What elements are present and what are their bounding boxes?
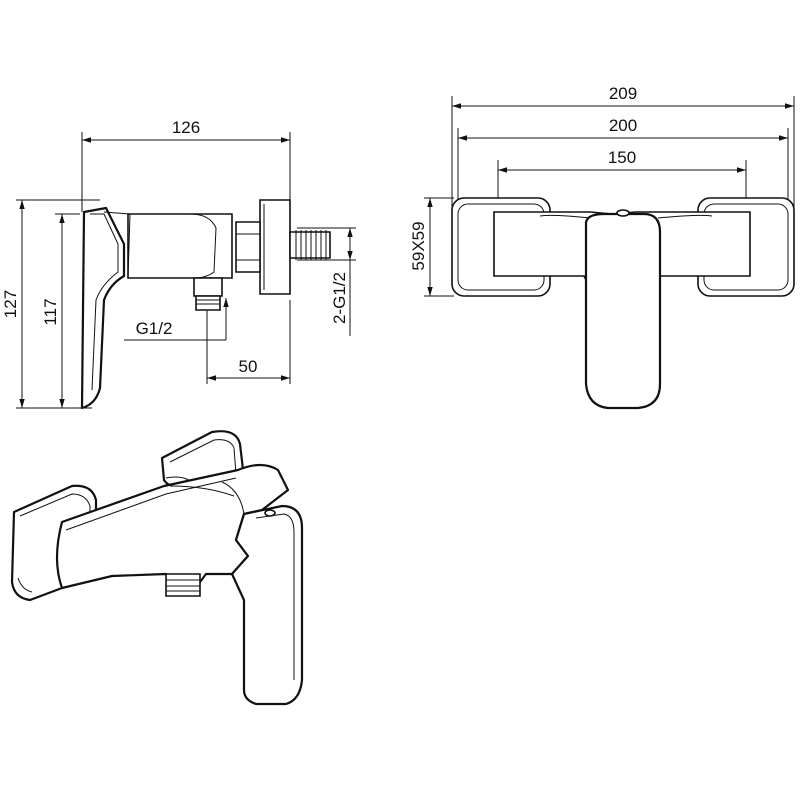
dim-126: 126 [172, 118, 200, 137]
isometric-view [10, 430, 304, 706]
dim-59x59: 59X59 [409, 221, 428, 270]
dim-2-g12-outlet: 2-G1/2 [330, 272, 349, 324]
dim-200: 200 [609, 116, 637, 135]
dim-209: 209 [609, 84, 637, 103]
front-view [424, 96, 795, 410]
side-view [16, 132, 356, 410]
dim-50: 50 [239, 357, 258, 376]
dim-117: 117 [41, 298, 60, 325]
dim-g12-inlet: G1/2 [136, 319, 173, 338]
dim-127: 127 [1, 290, 20, 318]
dim-150: 150 [608, 148, 636, 167]
